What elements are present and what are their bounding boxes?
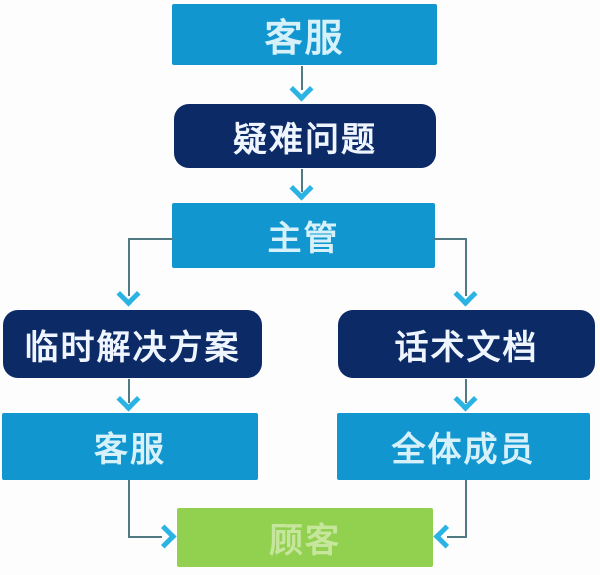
connector-issue-to-supervisor bbox=[301, 169, 303, 192]
node-label: 顾客 bbox=[269, 522, 341, 560]
node-all-members: 全体成员 bbox=[337, 413, 590, 480]
arrow-left-icon bbox=[433, 524, 458, 549]
node-label: 全体成员 bbox=[391, 431, 536, 469]
node-label: 话术文档 bbox=[394, 328, 539, 367]
arrow-down-icon bbox=[453, 282, 478, 307]
arrow-down-icon bbox=[289, 176, 314, 201]
node-temporary-solution: 临时解决方案 bbox=[3, 310, 262, 378]
connector-supervisor-left-vertical bbox=[128, 238, 130, 296]
arrow-down-icon bbox=[453, 387, 478, 412]
node-customer-service-top: 客服 bbox=[172, 4, 437, 65]
node-script-document: 话术文档 bbox=[338, 310, 595, 378]
node-supervisor: 主管 bbox=[172, 203, 435, 268]
connector-service-to-customer-vertical bbox=[128, 480, 130, 537]
connector-supervisor-right-vertical bbox=[465, 238, 467, 296]
node-customer: 顾客 bbox=[177, 508, 433, 567]
node-label: 客服 bbox=[94, 431, 166, 469]
connector-solution-to-service bbox=[128, 379, 130, 403]
node-label: 疑难问题 bbox=[233, 120, 377, 159]
node-label: 客服 bbox=[264, 18, 345, 60]
connector-document-to-members bbox=[465, 379, 467, 403]
arrow-down-icon bbox=[116, 387, 141, 412]
connector-top-to-issue bbox=[301, 66, 303, 90]
node-label: 临时解决方案 bbox=[24, 328, 241, 367]
node-customer-service-bottom: 客服 bbox=[2, 413, 258, 480]
connector-members-to-customer-horizontal bbox=[447, 536, 467, 538]
connector-members-to-customer-vertical bbox=[465, 480, 467, 537]
arrow-down-icon bbox=[116, 282, 141, 307]
connector-service-to-customer-horizontal bbox=[128, 536, 162, 538]
connector-supervisor-left-horizontal bbox=[129, 238, 173, 240]
node-difficult-issue: 疑难问题 bbox=[174, 104, 436, 168]
node-label: 主管 bbox=[267, 220, 340, 258]
arrow-down-icon bbox=[289, 77, 314, 102]
arrow-right-icon bbox=[152, 524, 177, 549]
connector-supervisor-right-horizontal bbox=[434, 238, 467, 240]
